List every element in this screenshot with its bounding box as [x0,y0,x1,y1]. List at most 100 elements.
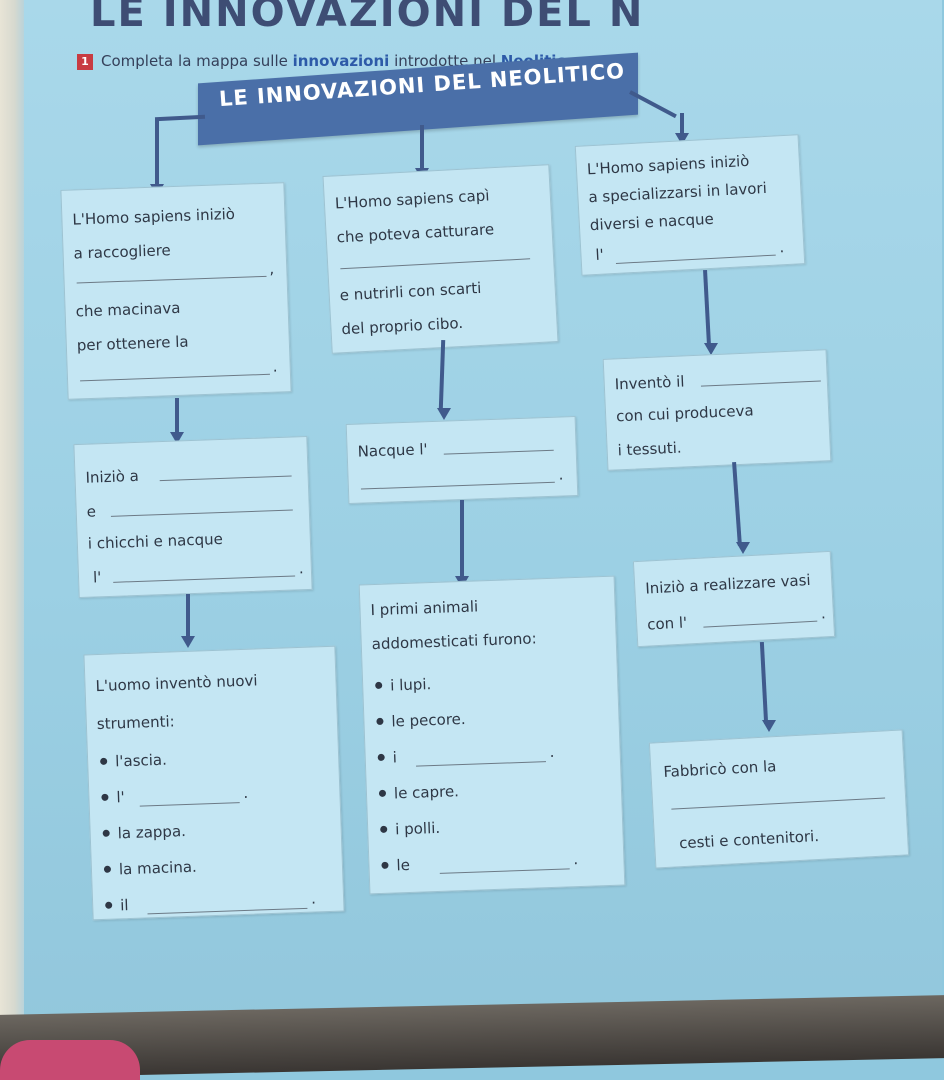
box3-period: . [778,238,785,257]
box5-blank2[interactable] [360,481,555,490]
box4-blank[interactable] [700,380,821,387]
box3-blank[interactable] [615,254,776,264]
box6-period: . [298,559,304,578]
box9-item5: il [105,896,129,915]
box1-period: . [272,357,278,376]
box1-comma: , [268,259,275,278]
box5-blank1[interactable] [443,449,554,455]
box7-line2: con l' [646,613,688,634]
connector-box5-down [460,500,464,578]
box9-blank1[interactable] [139,802,240,807]
box7-blank[interactable] [703,620,818,628]
box1-line2: a raccogliere [73,241,172,263]
page-header: LE INNOVAZIONI DEL N [90,0,645,36]
box2-blank[interactable] [340,258,531,270]
bullet-icon [377,753,385,762]
box9-item5-text: il [119,896,129,915]
pink-object [0,1040,140,1080]
box9-item1: l'ascia. [100,751,167,771]
exercise-number: 1 [77,54,93,70]
box-allevamento: Nacque l' . [345,416,579,504]
box6-blank3[interactable] [113,575,296,583]
box9-item3-text: la zappa. [117,822,187,843]
box8-blank1[interactable] [416,761,546,767]
connector-right-down [680,113,684,135]
box4-line2: con cui produceva [615,401,754,426]
box1-line3: che macinava [75,298,181,321]
box-raccolta: L'Homo sapiens iniziò a raccogliere , ch… [60,182,292,400]
box9-item1-text: l'ascia. [114,750,168,771]
box9-period2: . [310,889,317,908]
bullet-icon [101,793,109,801]
arrow-to-box9 [181,636,195,648]
box8-item5: i polli. [380,819,440,839]
arrow-to-box5 [437,408,451,420]
box9-item2-text: l' [116,788,126,807]
box10-blank[interactable] [671,797,886,810]
box6-blank2[interactable] [110,509,293,517]
box6-line4: l' [92,568,102,587]
bullet-icon [100,757,108,765]
box3-line2: a specializzarsi in lavori [587,178,768,207]
box9-period1: . [243,783,249,802]
box1-blank2[interactable] [80,373,270,382]
box-vasi: Iniziò a realizzare vasi con l' . [632,550,836,648]
box6-line2: e [86,502,97,521]
box3-line4: l' [595,245,605,265]
box3-line1: L'Homo sapiens iniziò [586,151,750,179]
instruction-prefix: Completa la mappa sulle [101,52,293,70]
box-animali: L'Homo sapiens capì che poteva catturare… [322,164,559,354]
box9-line1: L'uomo inventò nuovi [95,671,258,696]
box8-item1: i lupi. [375,675,432,695]
box8-item2-text: le pecore. [391,709,466,731]
box9-item4-text: la macina. [118,857,198,879]
box9-line2: strumenti: [96,712,175,734]
connector-box1-down [175,398,179,434]
box6-line3: i chicchi e nacque [87,529,224,553]
box-agricoltura: Iniziò a e i chicchi e nacque l' . [73,435,313,599]
box9-item4: la macina. [103,857,198,879]
bullet-icon [375,681,383,690]
box8-period2: . [573,850,579,869]
box5-line1: Nacque l' [357,440,428,461]
box2-line1: L'Homo sapiens capì [334,186,490,213]
bullet-icon [380,825,388,833]
box8-item4: le capre. [378,782,460,803]
box2-line3: e nutrirli con scarti [339,278,482,305]
box-strumenti: L'uomo inventò nuovi strumenti: l'ascia.… [83,645,345,921]
connector-left-down [155,118,159,186]
box8-item4-text: le capre. [393,782,460,803]
box8-blank2[interactable] [439,868,570,874]
box8-item1-text: i lupi. [389,675,432,695]
box9-item3: la zappa. [102,822,186,843]
bullet-icon [378,789,387,797]
box10-line2: cesti e contenitori. [678,826,820,853]
box1-blank1[interactable] [76,275,267,284]
box5-period: . [558,465,564,484]
box10-line1: Fabbricò con la [662,757,777,781]
box8-line2: addomesticati furono: [371,629,537,654]
instruction-highlight-innovazioni: innovazioni [292,52,390,70]
box9-blank2[interactable] [147,907,308,915]
box4-line3: i tessuti. [617,438,682,460]
bullet-icon [105,901,113,909]
box-fibre: Fabbricò con la cesti e contenitori. [648,729,910,869]
arrow-to-box10 [762,720,776,732]
box8-item6-text: le [396,855,411,875]
box1-line4: per ottenere la [76,332,189,355]
box6-blank1[interactable] [159,475,292,482]
box8-period1: . [549,742,555,761]
box7-line1: Iniziò a realizzare vasi [644,570,812,598]
box9-item2: l' [101,788,125,807]
box1-line1: L'Homo sapiens iniziò [72,204,236,229]
box-lavori: L'Homo sapiens iniziò a specializzarsi i… [574,134,806,276]
box8-item6: le [381,856,410,875]
bullet-icon [103,865,112,873]
connector-center-down [420,125,424,170]
page-edge [0,0,24,1068]
box6-line1: Iniziò a [85,466,140,487]
box-animali-addomesticati: I primi animali addomesticati furono: i … [358,575,626,895]
box8-item3-text: i [392,748,398,767]
box7-period: . [820,604,827,623]
box2-line2: che poteva catturare [336,220,495,247]
